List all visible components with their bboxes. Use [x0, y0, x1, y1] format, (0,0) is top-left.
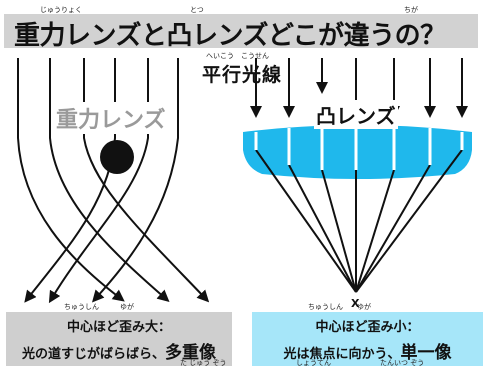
gravity-ray-2	[49, 58, 170, 302]
page-title: 重力レンズと凸レンズどこが違うの？	[14, 21, 446, 51]
gravity-summary-body: 光の道すじがばらばら、多重像	[6, 338, 232, 363]
gravity-summary-emphasis: 多重像	[165, 343, 216, 363]
right-box-ruby: ちゅうしん ゆが	[308, 303, 371, 311]
parallel-ruby: へいこう こうせん	[206, 52, 269, 60]
left-box-ruby: ちゅうしん ゆが	[64, 303, 134, 311]
gravity-ray-4	[24, 58, 116, 303]
gravity-summary-heading: 中心ほど歪み大：	[66, 320, 171, 335]
gravity-summary-prefix: 光の道すじがばらばら、	[21, 347, 165, 362]
title-ruby-chiga: ちが	[404, 6, 418, 14]
title-ruby-totsu: とつ	[190, 6, 204, 14]
convex-summary-heading: 中心ほど歪み小：	[315, 320, 420, 335]
left-box-ruby-bottom: た じゅう ぞう	[180, 359, 227, 367]
convex-summary-body: 光は焦点に向かう、単一像	[252, 338, 483, 363]
convex-focus-rays	[255, 149, 463, 293]
title-ruby-juuryoku: じゅうりょく	[40, 6, 82, 14]
focus-mark: X	[351, 297, 360, 310]
convex-summary-box: 中心ほど歪み小： 光は焦点に向かう、単一像	[252, 312, 483, 366]
gravity-lens-label: 重力レンズ	[54, 102, 168, 134]
parallel-rays-label: 平行光線	[202, 64, 283, 86]
gravity-ray-5	[48, 58, 149, 304]
convex-summary-emphasis: 単一像	[400, 343, 452, 363]
convex-summary-prefix: 光は焦点に向かう、	[283, 347, 401, 362]
gravity-ray-1	[17, 58, 125, 302]
gravity-mass	[100, 140, 134, 174]
convex-vertical-inlens	[254, 125, 464, 170]
gravity-ray-6	[91, 58, 179, 303]
right-box-ruby-bottom: しょうてん たんいつ ぞう	[296, 359, 425, 367]
gravity-ray-3	[83, 58, 210, 303]
title-bar	[4, 14, 478, 48]
gravity-summary-box: 中心ほど歪み大： 光の道すじがばらばら、多重像	[6, 312, 232, 366]
gravity-rays	[17, 58, 210, 304]
convex-lens-label: 凸レンズ	[314, 100, 398, 129]
